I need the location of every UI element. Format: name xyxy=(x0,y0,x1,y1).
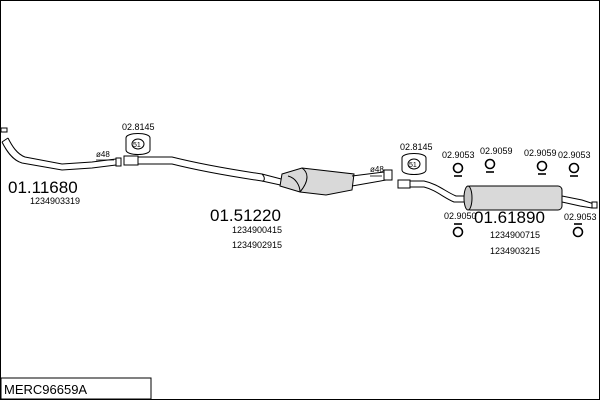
hanger-label-4: 02.9053 xyxy=(558,150,591,160)
right-gasket-label: 02.8145 xyxy=(400,142,433,152)
hanger-label-6: 02.9053 xyxy=(564,212,597,222)
hanger-label-2: 02.9059 xyxy=(480,146,513,156)
part-ref-rear-pipe-2: 1234903215 xyxy=(490,246,540,256)
part-number-front-pipe: 01.11680 xyxy=(8,178,78,197)
hangers xyxy=(452,158,584,238)
part-number-rear-pipe: 01.61890 xyxy=(474,208,545,227)
front-muffler xyxy=(279,167,393,196)
rear-muffler xyxy=(463,185,598,211)
diagram-code: MERC96659A xyxy=(4,382,87,397)
part-number-center-pipe: 01.51220 xyxy=(210,206,281,225)
hanger-2 xyxy=(484,158,496,173)
right-clamp-label: ø48 xyxy=(370,165,384,174)
hanger-1 xyxy=(452,162,464,177)
hanger-label-3: 02.9059 xyxy=(524,148,557,158)
part-ref-center-pipe-1: 1234900415 xyxy=(232,225,282,235)
front-pipe xyxy=(0,127,122,171)
hanger-label-1: 02.9053 xyxy=(442,150,475,160)
left-clamp-label: ø48 xyxy=(96,150,110,159)
hanger-3 xyxy=(536,160,548,175)
left-gasket xyxy=(125,133,151,155)
right-gasket-size: 51 xyxy=(409,162,417,169)
right-gasket xyxy=(401,153,427,175)
part-ref-center-pipe-2: 1234902915 xyxy=(232,240,282,250)
hanger-label-5: 02.9050 xyxy=(444,211,477,221)
diagram-code-box xyxy=(0,377,152,400)
hanger-5 xyxy=(452,223,464,238)
part-ref-front-pipe: 1234903319 xyxy=(30,196,80,206)
hanger-6 xyxy=(572,223,584,238)
center-pipe xyxy=(123,155,286,187)
left-gasket-label: 02.8145 xyxy=(122,122,155,132)
left-gasket-size: 51 xyxy=(133,142,141,149)
part-ref-rear-pipe-1: 1234900715 xyxy=(490,230,540,240)
hanger-4 xyxy=(568,162,580,177)
rear-pipe xyxy=(397,179,468,203)
